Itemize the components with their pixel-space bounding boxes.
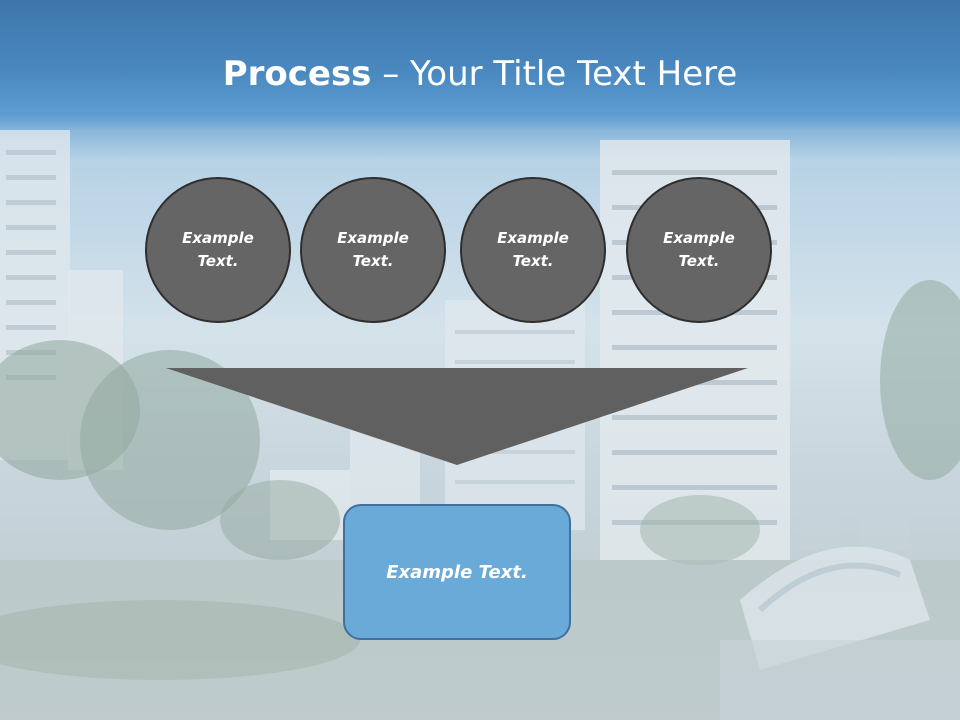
title-bold-part: Process [222,54,372,94]
title-bar [0,0,960,130]
slide-title: Process – Your Title Text Here [0,52,960,96]
result-box-label: Example Text. [386,561,528,583]
result-box[interactable]: Example Text. [343,504,571,640]
process-circle-2-label: Example Text. [337,229,409,270]
process-circle-1-label: Example Text. [182,229,254,270]
process-circle-3[interactable]: Example Text. [460,177,606,323]
process-circle-1[interactable]: Example Text. [145,177,291,323]
process-circle-4[interactable]: Example Text. [626,177,772,323]
process-circle-3-label: Example Text. [497,229,569,270]
process-circle-2[interactable]: Example Text. [300,177,446,323]
process-circle-4-label: Example Text. [663,229,735,270]
title-rest-part: – Your Title Text Here [371,54,738,94]
